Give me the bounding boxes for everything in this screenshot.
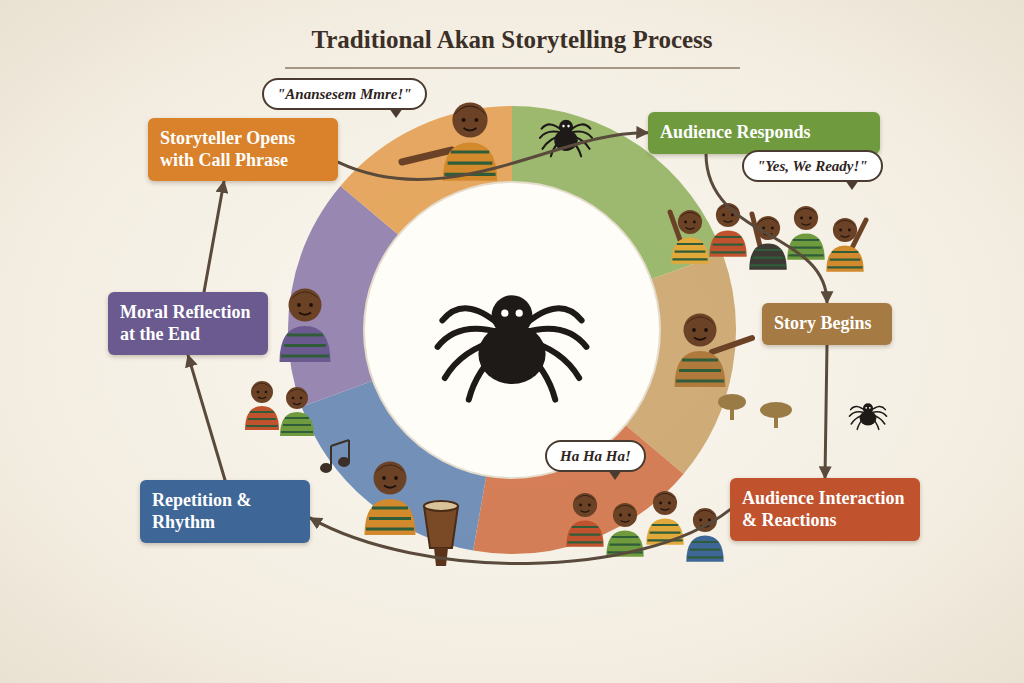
- illustration-part: [826, 218, 863, 272]
- illustration-part: [424, 506, 458, 548]
- node-text: "Anansesem Mmre!": [277, 85, 412, 103]
- illustration-part: [280, 289, 331, 363]
- illustration-part: [327, 145, 697, 515]
- speech-bubble: "Yes, We Ready!": [742, 150, 883, 182]
- illustration-part: [774, 412, 778, 428]
- stage-banner: Moral Reflection at the End: [108, 292, 268, 355]
- illustration-part: [709, 203, 746, 257]
- illustration-part: [280, 387, 314, 436]
- illustration-part: [321, 440, 349, 472]
- illustration-part: [339, 458, 349, 466]
- illustration-part: [540, 120, 592, 157]
- illustration-part: [364, 182, 660, 478]
- stage-banner: Repetition & Rhythm: [140, 480, 310, 543]
- cycle-arrow: [310, 510, 730, 564]
- node-text: Story Begins: [774, 313, 880, 335]
- illustration-part: [330, 446, 332, 468]
- speech-bubble: "Anansesem Mmre!": [262, 78, 427, 110]
- cycle-arrow: [204, 181, 224, 292]
- cycle-arrow: [188, 355, 225, 480]
- cycle-arrow: [338, 133, 648, 180]
- illustration-part: [606, 503, 643, 557]
- illustration-part: [348, 440, 350, 462]
- illustration-part: [670, 212, 680, 240]
- node-text: "Yes, We Ready!": [757, 157, 868, 175]
- illustration-part: [686, 508, 723, 562]
- node-text: Repetition & Rhythm: [152, 490, 298, 533]
- stage-banner: Audience Interaction & Reactions: [730, 478, 920, 541]
- illustration-part: [675, 314, 726, 388]
- stage-banner: Storyteller Opens with Call Phrase: [148, 118, 338, 181]
- node-text: Audience Interaction & Reactions: [742, 488, 908, 531]
- illustration-part: [787, 206, 824, 260]
- illustration-part: [365, 462, 416, 536]
- illustration-part: [712, 338, 752, 352]
- illustration-part: [245, 381, 279, 430]
- stage-banner: Story Begins: [762, 303, 892, 345]
- illustration-part: [285, 67, 740, 69]
- illustration-part: [424, 501, 458, 511]
- cycle-arrow: [825, 345, 827, 478]
- illustration-part: [327, 211, 370, 393]
- stage-banner: Audience Responds: [648, 112, 880, 154]
- node-text: Audience Responds: [660, 122, 868, 144]
- illustration-part: [438, 295, 587, 399]
- illustration-part: [402, 150, 452, 162]
- illustration-part: [849, 403, 886, 429]
- illustration-part: [331, 440, 349, 446]
- node-text: Storyteller Opens with Call Phrase: [160, 128, 326, 171]
- illustration-part: [321, 464, 331, 472]
- node-text: Moral Reflection at the End: [120, 302, 256, 345]
- illustration-part: [566, 493, 603, 547]
- illustration-part: [671, 210, 708, 264]
- illustration-part: [718, 394, 792, 428]
- illustration-part: [730, 404, 734, 420]
- speech-bubble: Ha Ha Ha!: [545, 440, 646, 472]
- node-text: Ha Ha Ha!: [560, 447, 631, 465]
- diagram-title: Traditional Akan Storytelling Process: [0, 26, 1024, 54]
